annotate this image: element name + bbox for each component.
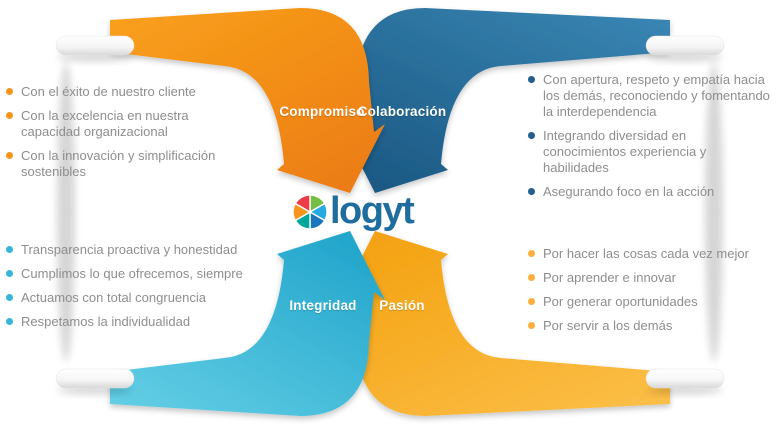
page-curl-bottom-right [645, 368, 725, 389]
bullet-text: Por aprender e innovar [543, 270, 676, 285]
bullet-text: Por generar oportunidades [543, 294, 698, 309]
bullet-text: Con apertura, respeto y empatía hacia lo… [543, 72, 770, 119]
bullet-dot-icon [528, 298, 535, 305]
bullet-text: Con el éxito de nuestro cliente [21, 84, 196, 99]
bullet-item: Con apertura, respeto y empatía hacia lo… [528, 72, 772, 120]
bullet-item: Con el éxito de nuestro cliente [6, 84, 222, 100]
bullet-dot-icon [6, 88, 13, 95]
bullet-text: Por servir a los demás [543, 318, 673, 333]
bullet-dot-icon [528, 250, 535, 257]
ball-slice-red [294, 194, 311, 213]
bullet-dot-icon [528, 132, 535, 139]
bullet-text: Respetamos la individualidad [21, 314, 191, 329]
bullet-text: Con la excelencia en nuestra capacidad o… [21, 108, 189, 139]
bullet-dot-icon [6, 152, 13, 159]
bullet-text: Actuamos con total congruencia [21, 290, 206, 305]
bullet-item: Cumplimos lo que ofrecemos, siempre [6, 266, 254, 282]
logyt-ball-icon [292, 194, 328, 230]
page-curl-top-right [645, 35, 725, 56]
bullet-dot-icon [6, 112, 13, 119]
bullet-dot-icon [6, 270, 13, 277]
bullet-item: Asegurando foco en la acción [528, 184, 772, 200]
bullet-item: Integrando diversidad en conocimientos e… [528, 128, 772, 176]
bullet-item: Por hacer las cosas cada vez mejor [528, 246, 776, 262]
bullet-item: Por generar oportunidades [528, 294, 776, 310]
bullet-item: Con la innovación y simplificación soste… [6, 148, 222, 180]
arrow-pasion [340, 231, 670, 416]
bullet-dot-icon [528, 76, 535, 83]
edge-shadow-left [57, 62, 75, 362]
arrow-compromiso [110, 8, 385, 193]
bullet-item: Por aprender e innovar [528, 270, 776, 286]
bullet-item: Con la excelencia en nuestra capacidad o… [6, 108, 222, 140]
bullet-text: Transparencia proactiva y honestidad [21, 242, 238, 257]
page-curl-bottom-left [55, 368, 135, 389]
bullet-dot-icon [528, 188, 535, 195]
bullet-item: Por servir a los demás [528, 318, 776, 334]
bullet-text: Cumplimos lo que ofrecemos, siempre [21, 266, 243, 281]
logyt-wordmark: logyt [330, 190, 415, 232]
edge-shadow-right [705, 62, 723, 362]
bullet-item: Transparencia proactiva y honestidad [6, 242, 254, 258]
bullet-item: Actuamos con total congruencia [6, 290, 254, 306]
values-list-colaboracion: Con apertura, respeto y empatía hacia lo… [528, 72, 772, 208]
bullet-dot-icon [528, 274, 535, 281]
page-curl-top-left [55, 35, 135, 56]
bullet-dot-icon [6, 318, 13, 325]
bullet-text: Por hacer las cosas cada vez mejor [543, 246, 749, 261]
bullet-text: Asegurando foco en la acción [543, 184, 715, 199]
bullet-text: Integrando diversidad en conocimientos e… [543, 128, 707, 175]
bullet-dot-icon [6, 294, 13, 301]
bullet-dot-icon [6, 246, 13, 253]
arrow-integridad [110, 231, 385, 416]
bullet-text: Con la innovación y simplificación soste… [21, 148, 216, 179]
bullet-dot-icon [528, 322, 535, 329]
arrow-colaboracion [340, 8, 670, 193]
bullet-item: Respetamos la individualidad [6, 314, 254, 330]
